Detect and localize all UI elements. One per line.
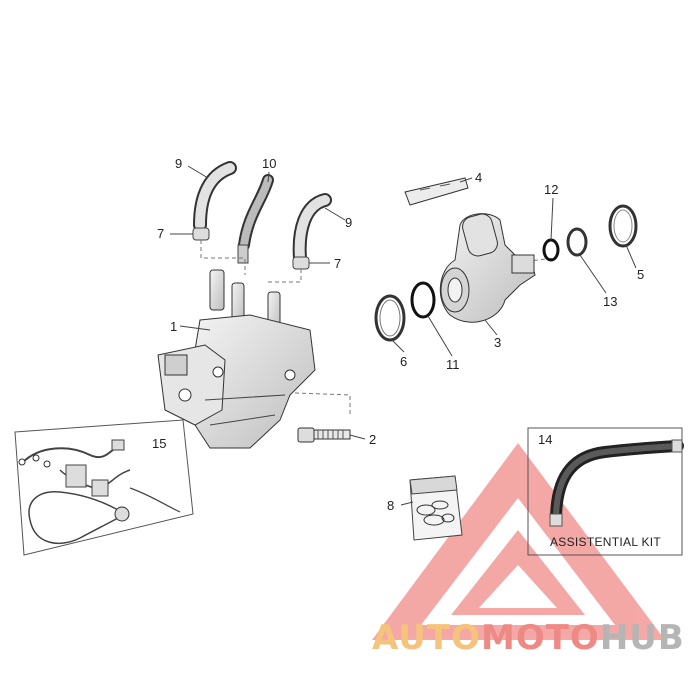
callout-5: 5 bbox=[637, 267, 645, 282]
part-5-ring bbox=[608, 204, 638, 248]
part-7-clamp-right bbox=[292, 256, 310, 270]
callout-14: 14 bbox=[538, 432, 553, 447]
part-10-corrugated-hose bbox=[237, 174, 274, 264]
logo-part-hub: HUB bbox=[599, 618, 685, 658]
part-14-hose bbox=[549, 439, 684, 527]
part-9-hose-right bbox=[292, 193, 332, 265]
callout-15: 15 bbox=[152, 436, 167, 451]
callout-10: 10 bbox=[262, 156, 277, 171]
assistential-kit-label: ASSISTENTIAL KIT bbox=[550, 535, 662, 549]
part-15-wiring-kit bbox=[14, 419, 194, 556]
callout-7-left: 7 bbox=[157, 226, 165, 241]
callout-13: 13 bbox=[603, 294, 618, 309]
watermark-triangle bbox=[372, 443, 665, 640]
part-3-pump-motor bbox=[439, 213, 536, 323]
part-5-ring-inner bbox=[613, 209, 633, 243]
callout-9-left: 9 bbox=[175, 156, 183, 171]
part-6-ring bbox=[374, 294, 406, 342]
assistential-kit-box bbox=[527, 427, 683, 556]
part-2-bolt bbox=[297, 427, 351, 443]
callout-11: 11 bbox=[446, 357, 460, 372]
logo-part-moto: MOTO bbox=[480, 618, 600, 658]
callout-9-right: 9 bbox=[345, 215, 353, 230]
part-4-clip bbox=[404, 177, 469, 206]
callout-12: 12 bbox=[544, 182, 559, 197]
callout-6: 6 bbox=[400, 354, 408, 369]
part-13-washer bbox=[566, 227, 588, 257]
part-1-pump-body bbox=[157, 269, 316, 449]
part-7-clamp-left bbox=[192, 227, 210, 241]
callout-3: 3 bbox=[494, 335, 502, 350]
part-12-o-ring bbox=[542, 238, 560, 262]
logo-part-auto: AUTO bbox=[372, 618, 481, 658]
part-9-hose-left bbox=[193, 161, 237, 232]
leader-lines bbox=[170, 165, 637, 506]
part-11-o-ring bbox=[410, 281, 436, 319]
part-8-seal-kit-bag bbox=[409, 475, 463, 541]
part-6-ring-inner bbox=[379, 299, 401, 337]
callout-1: 1 bbox=[170, 319, 178, 334]
callout-7-right: 7 bbox=[334, 256, 342, 271]
callout-8: 8 bbox=[387, 498, 395, 513]
automotohub-logo: AUTOMOTOHUB bbox=[372, 618, 685, 658]
callout-2: 2 bbox=[369, 432, 377, 447]
callout-4: 4 bbox=[475, 170, 483, 185]
